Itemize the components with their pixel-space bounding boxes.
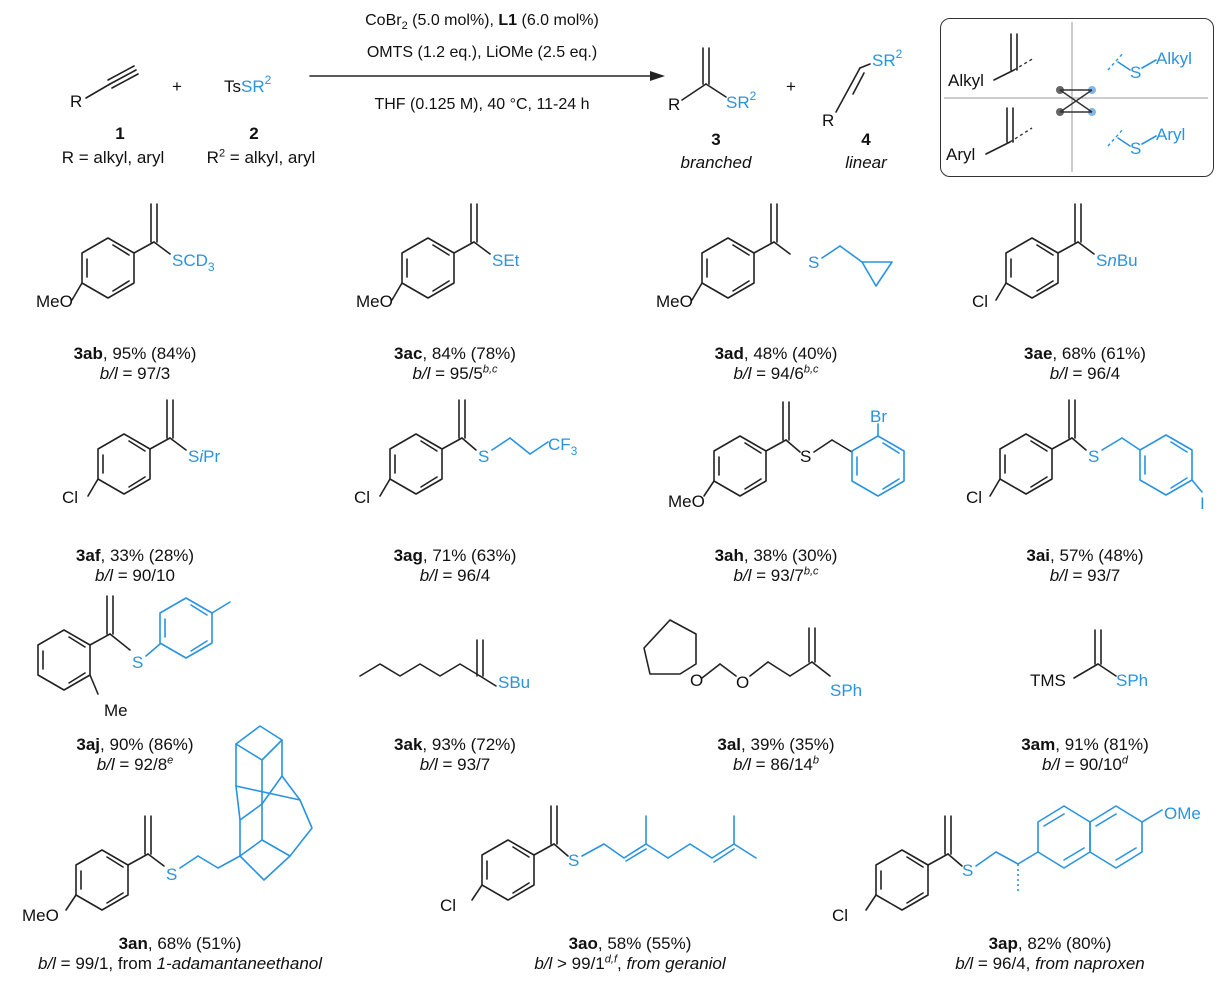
label-4: 4 — [861, 130, 871, 149]
caption-3ab: 3ab, 95% (84%) b/l = 97/3 — [73, 344, 197, 383]
caption-3am: 3am, 91% (81%) b/l = 90/10d — [1021, 735, 1149, 774]
svg-text:SEt: SEt — [492, 251, 520, 270]
structure-3ap: Cl S OMe — [832, 804, 1201, 925]
conditions-line-3: THF (0.125 M), 40 °C, 11-24 h — [374, 96, 590, 113]
svg-text:O: O — [736, 673, 749, 692]
structure-3ao: Cl S — [440, 805, 757, 915]
svg-text:S: S — [478, 447, 489, 466]
svg-text:I: I — [1200, 494, 1205, 513]
svg-text:SBu: SBu — [498, 673, 530, 692]
structure-3ae: Cl SnBu — [972, 203, 1138, 311]
svg-text:SCD3: SCD3 — [172, 251, 215, 274]
svg-text:TsSR2: TsSR2 — [224, 73, 272, 96]
structure-3al: O O SPh — [643, 619, 862, 700]
linear-label: linear — [845, 153, 887, 172]
structure-3ah: MeO S Br — [668, 401, 905, 511]
product-3-structure: R SR2 — [668, 47, 757, 114]
caption-3an: 3an, 68% (51%) b/l = 99/1, from 1-adaman… — [37, 934, 323, 973]
svg-text:S: S — [808, 253, 819, 272]
structure-3af: Cl SiPr — [62, 399, 220, 507]
svg-text:MeO: MeO — [22, 906, 59, 925]
svg-text:Br: Br — [870, 407, 887, 426]
plus-sign-2: + — [786, 77, 796, 96]
svg-text:Alkyl: Alkyl — [948, 71, 984, 90]
svg-text:SiPr: SiPr — [188, 447, 220, 466]
caption-3ao: 3ao, 58% (55%) b/l > 99/1d,f, from geran… — [534, 934, 726, 973]
reaction-arrow — [309, 71, 665, 81]
svg-text:S: S — [166, 865, 177, 884]
selectivity-box — [940, 18, 1214, 177]
svg-text:R: R — [668, 95, 680, 114]
svg-text:Aryl: Aryl — [1156, 125, 1185, 144]
svg-text:S: S — [1130, 63, 1141, 82]
reactant-2-structure: TsSR2 — [224, 73, 272, 96]
svg-text:MeO: MeO — [356, 292, 393, 311]
svg-text:Cl: Cl — [832, 906, 848, 925]
svg-text:Aryl: Aryl — [946, 145, 975, 164]
svg-text:S: S — [568, 851, 579, 870]
conditions-line-2: OMTS (1.2 eq.), LiOMe (2.5 eq.) — [366, 44, 598, 61]
product-4-structure: R SR2 — [822, 47, 903, 130]
svg-text:R: R — [822, 111, 834, 130]
caption-3al: 3al, 39% (35%) b/l = 86/14b — [717, 735, 835, 774]
structure-3am: TMS SPh — [1030, 629, 1148, 690]
svg-text:Cl: Cl — [354, 488, 370, 507]
reactant-1-structure: R — [70, 65, 139, 111]
svg-text:S: S — [1088, 447, 1099, 466]
structure-3ai: Cl S I — [966, 399, 1205, 513]
selectivity-box-drawing: Alkyl Aryl S Alkyl S Aryl — [944, 22, 1208, 172]
svg-text:S: S — [132, 653, 143, 672]
caption-3ad: 3ad, 48% (40%) b/l = 94/6b,c — [714, 344, 838, 383]
caption-3ai: 3ai, 57% (48%) b/l = 93/7 — [1026, 546, 1144, 585]
caption-3ae: 3ae, 68% (61%) b/l = 96/4 — [1024, 344, 1146, 383]
svg-text:S: S — [962, 861, 973, 880]
svg-text:Cl: Cl — [972, 292, 988, 311]
svg-text:MeO: MeO — [36, 292, 73, 311]
svg-text:Cl: Cl — [62, 488, 78, 507]
structure-3ab: MeO SCD3 — [36, 203, 215, 311]
svg-text:SPh: SPh — [830, 681, 862, 700]
structure-3ac: MeO SEt — [356, 203, 520, 311]
conditions-line-1: CoBr2 (5.0 mol%), L1 (6.0 mol%) — [365, 12, 599, 33]
scope-1: R = alkyl, aryl — [61, 148, 165, 167]
svg-text:MeO: MeO — [668, 492, 705, 511]
svg-text:Alkyl: Alkyl — [1156, 49, 1192, 68]
svg-text:S: S — [1130, 139, 1141, 158]
label-1: 1 — [115, 124, 125, 143]
scope-2: R2 = alkyl, aryl — [206, 147, 316, 167]
caption-3ap: 3ap, 82% (80%) b/l = 96/4, from naproxen — [955, 934, 1145, 973]
caption-3ak: 3ak, 93% (72%) b/l = 93/7 — [394, 735, 516, 774]
caption-3af: 3af, 33% (28%) b/l = 90/10 — [75, 546, 195, 585]
svg-text:O: O — [690, 671, 703, 690]
svg-text:TMS: TMS — [1030, 671, 1066, 690]
svg-text:S: S — [800, 447, 811, 466]
svg-text:MeO: MeO — [656, 292, 693, 311]
r-label: R — [70, 92, 82, 111]
svg-text:Cl: Cl — [966, 488, 982, 507]
caption-3aj: 3aj, 90% (86%) b/l = 92/8e — [76, 735, 194, 774]
structure-3ad: MeO S — [656, 203, 893, 311]
branched-label: branched — [680, 153, 752, 172]
svg-text:OMe: OMe — [1164, 804, 1201, 823]
caption-3ac: 3ac, 84% (78%) b/l = 95/5b,c — [394, 344, 516, 383]
caption-3ag: 3ag, 71% (63%) b/l = 96/4 — [393, 546, 517, 585]
plus-sign-1: + — [172, 77, 182, 96]
structure-3ag: Cl S CF3 — [354, 399, 578, 507]
svg-text:Cl: Cl — [440, 896, 456, 915]
structure-3aj: S Me — [37, 595, 231, 720]
structure-3an: MeO S — [22, 725, 313, 925]
svg-text:CF3: CF3 — [548, 435, 578, 458]
svg-text:SPh: SPh — [1116, 671, 1148, 690]
svg-text:Me: Me — [104, 701, 128, 720]
structure-3ak: SBu — [359, 639, 530, 692]
label-3: 3 — [711, 130, 721, 149]
svg-text:SR2: SR2 — [872, 47, 903, 70]
caption-3ah: 3ah, 38% (30%) b/l = 93/7b,c — [714, 546, 838, 585]
svg-text:SR2: SR2 — [726, 89, 757, 112]
svg-text:SnBu: SnBu — [1096, 251, 1138, 270]
label-2: 2 — [249, 124, 259, 143]
